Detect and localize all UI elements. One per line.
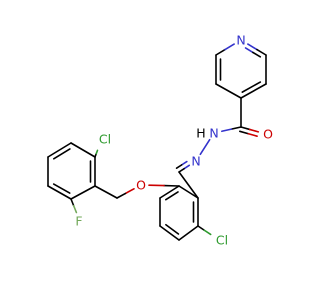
bond-imineN-chC-second-a (180, 160, 188, 166)
amide-hydrogen-label: H (196, 126, 205, 141)
bond-bC6-bC1 (70, 185, 96, 200)
bond-bC3-bC4 (47, 142, 72, 158)
bond-pyN-pyC2-inner-b (252, 51, 262, 58)
pyridine-nitrogen-label: N (236, 33, 245, 48)
benzyl-chlorine-label: Cl (99, 132, 111, 147)
bond-bC2-bC3 (70, 142, 96, 158)
bond-bC3-bC4-inner (52, 148, 71, 160)
bond-etherO-ch2-b (116, 192, 127, 199)
bond-rC4-rC5 (178, 225, 199, 241)
bond-bC6-bF-a (70, 198, 75, 207)
bond-chC-rC6 (178, 171, 199, 199)
bond-pyC6-pyN-b (224, 43, 235, 51)
bond-pyN-pyC2-b (256, 48, 267, 56)
bond-amideC-carbO-second-b (247, 132, 258, 137)
bond-amideC-carbO-b (248, 128, 260, 133)
bond-pyC3-pyC4 (240, 83, 267, 99)
bond-bC5-bC6-inner (52, 183, 71, 194)
benzyl-fluorine-label: F (75, 214, 82, 229)
bond-rC1-rC2-inner (164, 191, 179, 201)
bond-amideC-amideN-a (230, 126, 242, 130)
bond-imineN-chC-second-b (175, 164, 183, 170)
bond-etherO-ch2-a (124, 188, 135, 195)
bond-layer (47, 43, 267, 241)
bond-amideC-carbO-a (240, 126, 251, 131)
bond-rC5-rCl-a (197, 225, 206, 232)
bond-pyC3-pyC4-inner (241, 81, 262, 93)
imine-nitrogen-label: N (191, 154, 200, 169)
bond-bC2-bCl-b (95, 149, 99, 155)
bond-amideC-amideN-b (221, 128, 233, 133)
bond-pyN-pyC2-inner-a (244, 47, 254, 54)
carbonyl-oxygen-label: O (263, 127, 273, 142)
bond-amideC-carbO-second-a (238, 130, 250, 135)
amide-nitrogen-label: N (209, 126, 218, 141)
bond-amideN-imineN (199, 138, 211, 156)
bond-rC1-rC2 (159, 185, 180, 199)
bond-bC6-bF-b (72, 204, 78, 214)
bond-ch2-bC1 (94, 185, 118, 199)
bond-rC6-rC1 (178, 185, 199, 199)
bond-bC5-bC6 (47, 185, 72, 200)
bond-rC3-rC4 (159, 225, 180, 241)
bond-pyC4-pyC5 (215, 83, 242, 99)
bond-pyC6-pyN-a (215, 48, 226, 56)
bond-rC5-rCl-b (203, 229, 212, 236)
bond-rC3-rC4-inner (165, 223, 180, 235)
ring-chlorine-label: Cl (216, 233, 228, 248)
ether-oxygen-label: O (136, 178, 146, 193)
bond-imineN-chC-a (183, 164, 191, 170)
bond-imineN-chC-b (178, 167, 185, 173)
bond-pyN-pyC2-a (247, 43, 258, 51)
